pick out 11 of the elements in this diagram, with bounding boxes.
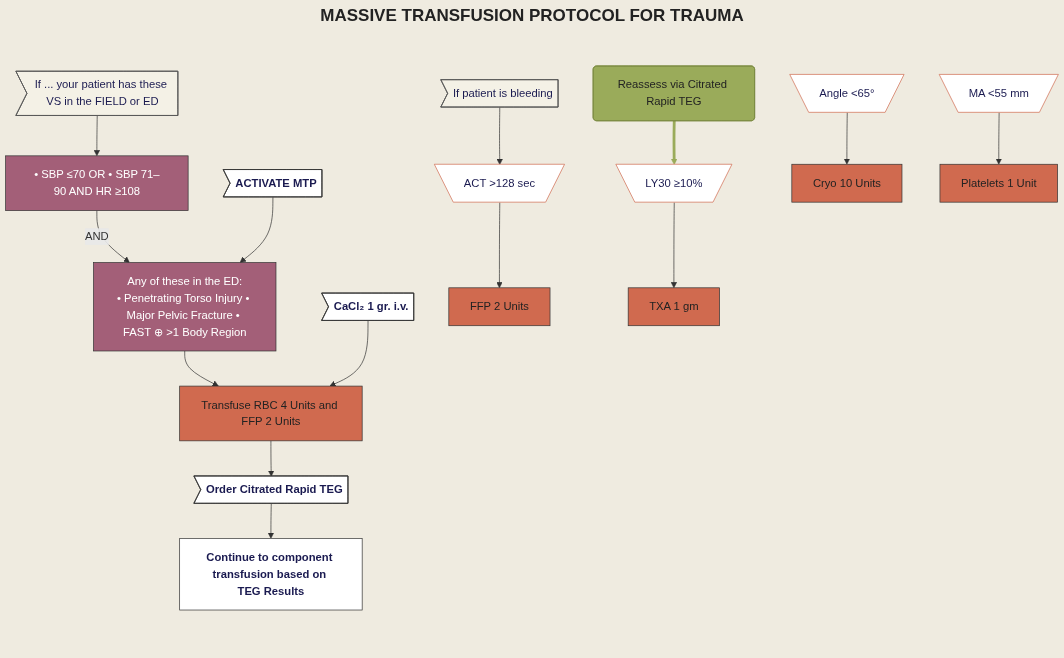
node-box: Transfuse RBC 4 Units and FFP 2 Units <box>179 385 363 442</box>
arrow <box>671 121 678 165</box>
diagram-title: MASSIVE TRANSFUSION PROTOCOL FOR TRAUMA <box>319 6 745 26</box>
node-box: Continue to component transfusion based on TEG Results <box>179 538 363 611</box>
node-box: Platelets 1 Unit <box>939 163 1058 203</box>
node-box: TXA 1 gm <box>627 287 720 327</box>
node-box: Any of these in the ED: • Penetrating Torso Injury • Major Pelvic Fracture • FAST ⊕ >1 Body Region <box>93 262 277 352</box>
node-box: • SBP ≤70 OR • SBP 71–90 AND HR ≥108 <box>5 155 189 211</box>
edge-label: AND <box>85 230 109 243</box>
node-box: FFP 2 Units <box>448 287 551 327</box>
node-box: Cryo 10 Units <box>791 163 903 203</box>
